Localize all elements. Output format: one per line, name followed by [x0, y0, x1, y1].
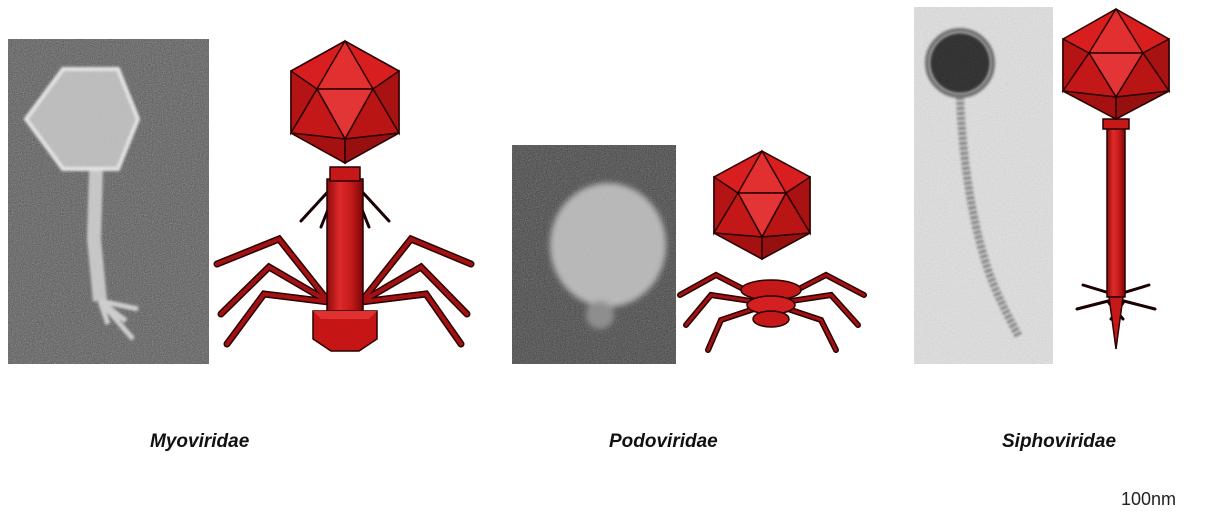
myoviridae-label: Myoviridae	[150, 431, 249, 453]
myoviridae-micrograph	[8, 39, 209, 364]
podoviridae-label: Podoviridae	[609, 431, 718, 453]
myoviridae-schematic	[209, 39, 481, 364]
podoviridae-schematic	[676, 145, 873, 364]
scale-bar-label: 100nm	[1121, 489, 1176, 510]
siphoviridae-micrograph	[914, 7, 1053, 364]
podoviridae-micrograph	[512, 145, 676, 364]
siphoviridae-label: Siphoviridae	[1002, 431, 1116, 453]
siphoviridae-schematic	[1053, 7, 1199, 364]
